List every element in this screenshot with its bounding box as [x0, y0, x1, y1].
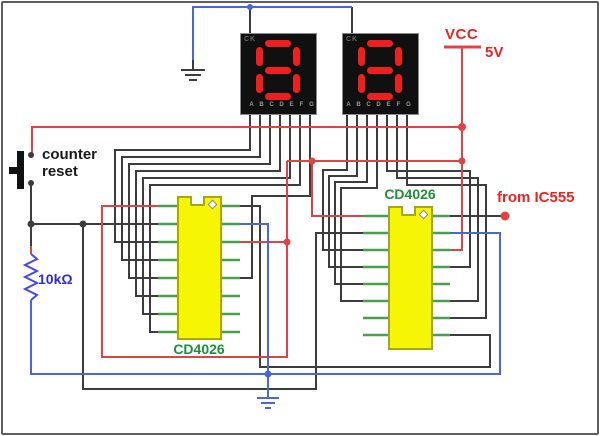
pin-label: B	[356, 102, 361, 108]
carry-chain-wire	[240, 205, 491, 368]
junction-dots	[27, 4, 510, 378]
pin-label: G	[309, 102, 314, 108]
reset-wires	[30, 183, 363, 390]
ic-label-left: CD4026	[173, 341, 225, 357]
segment-a	[265, 40, 291, 47]
segment-d	[265, 93, 291, 100]
segment-c	[293, 74, 300, 93]
pin-label: C	[269, 102, 274, 108]
pin-label: C	[366, 102, 371, 108]
ground-wires	[30, 6, 501, 397]
pin1-marker-icon	[207, 199, 218, 210]
reset-label-line1: counter	[42, 146, 98, 163]
pin-label: D	[376, 102, 381, 108]
seven-segment-display-1: CK A B C D E F G	[240, 33, 317, 115]
segment-g	[367, 67, 393, 74]
pin1-marker-icon	[418, 209, 429, 220]
pin-label: A	[249, 102, 254, 108]
segment-e	[358, 74, 365, 93]
ground-symbol-top	[181, 69, 205, 81]
pin-label: F	[396, 102, 401, 108]
pin-label: G	[406, 102, 411, 108]
voltage-label: 5V	[485, 44, 504, 61]
segment-f	[358, 47, 365, 66]
segment-b	[395, 47, 402, 66]
push-button-bar	[17, 151, 24, 189]
resistor-value-label: 10kΩ	[38, 271, 73, 287]
segment-a	[367, 40, 393, 47]
ic-label-right: CD4026	[384, 186, 436, 202]
segment-e	[256, 74, 263, 93]
ground-symbol-bottom	[257, 397, 279, 409]
pin-label: E	[386, 102, 391, 108]
pin-label: F	[299, 102, 304, 108]
pin-label: E	[289, 102, 294, 108]
seven-segment-display-2: CK A B C D E F G	[342, 33, 419, 115]
pin-label: D	[279, 102, 284, 108]
push-button-stem	[9, 167, 17, 174]
ic-cd4026-right	[388, 206, 433, 350]
ic-right-pin-stubs	[363, 214, 450, 337]
ic-cd4026-left	[177, 196, 222, 340]
clock-pin-label: CK	[346, 36, 359, 43]
vcc-label: VCC	[445, 26, 479, 43]
pin-label: A	[346, 102, 351, 108]
segment-d	[367, 93, 393, 100]
segment-c	[395, 74, 402, 93]
clock-source-label: from IC555	[497, 189, 575, 206]
reset-label-line2: reset	[42, 163, 78, 180]
segment-g	[265, 67, 291, 74]
resistor-icon	[22, 253, 40, 301]
segment-b	[293, 47, 300, 66]
pin-label: B	[259, 102, 264, 108]
ic-notch-icon	[190, 196, 205, 206]
ic-notch-icon	[401, 206, 416, 216]
clock-pin-label: CK	[244, 36, 257, 43]
ic-left-pin-stubs	[158, 204, 240, 334]
segment-f	[256, 47, 263, 66]
